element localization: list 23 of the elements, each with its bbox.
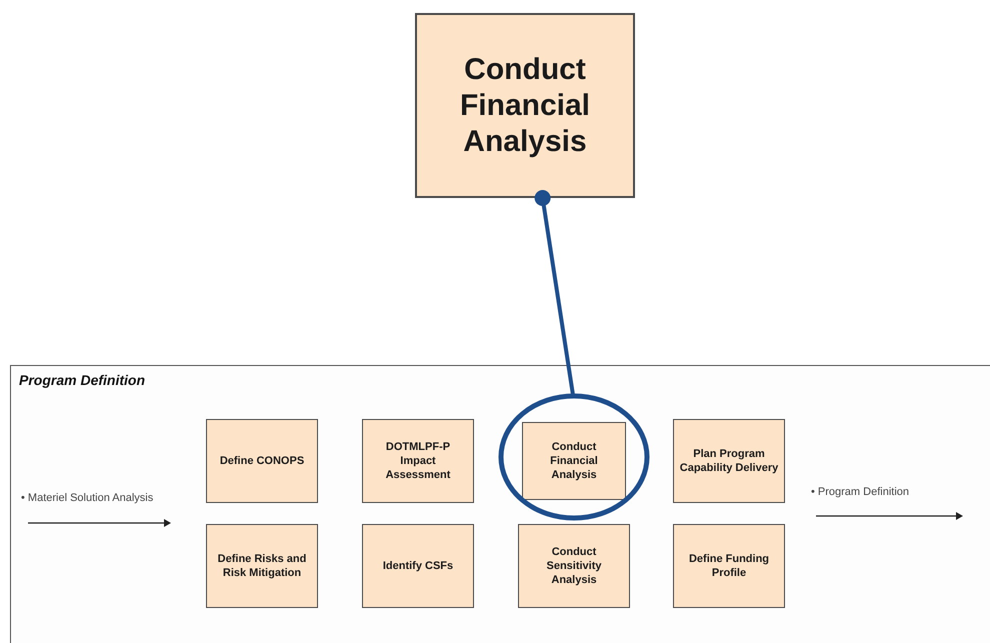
box-label: Conduct Financial Analysis: [549, 440, 599, 482]
process-box: [206, 524, 318, 608]
process-box: [415, 13, 635, 198]
box-label: Identify CSFs: [382, 558, 454, 574]
box-label: Define CONOPS: [220, 454, 304, 468]
box-label: Define Funding Profile: [688, 552, 770, 580]
box-label: Conduct Sensitivity Analysis: [545, 544, 603, 588]
process-box: [362, 419, 474, 503]
process-box: [362, 524, 474, 608]
process-box: [518, 524, 630, 608]
process-box: [206, 419, 318, 503]
box-label: Define Risks and Risk Mitigation: [216, 552, 308, 580]
box-label: Conduct Financial Analysis: [458, 52, 592, 160]
process-box: [673, 524, 785, 608]
panel-title: Program Definition: [19, 372, 146, 388]
connector-line: [534, 190, 575, 396]
phase-label: • Materiel Solution Analysis: [21, 491, 154, 506]
process-box: [673, 419, 785, 503]
phase-label: • Program Definition: [811, 485, 910, 500]
process-box: [522, 422, 626, 500]
box-label: DOTMLPF-P Impact Assessment: [384, 440, 452, 482]
box-label: Plan Program Capability Delivery: [678, 446, 780, 476]
phase-panel: [10, 365, 990, 643]
